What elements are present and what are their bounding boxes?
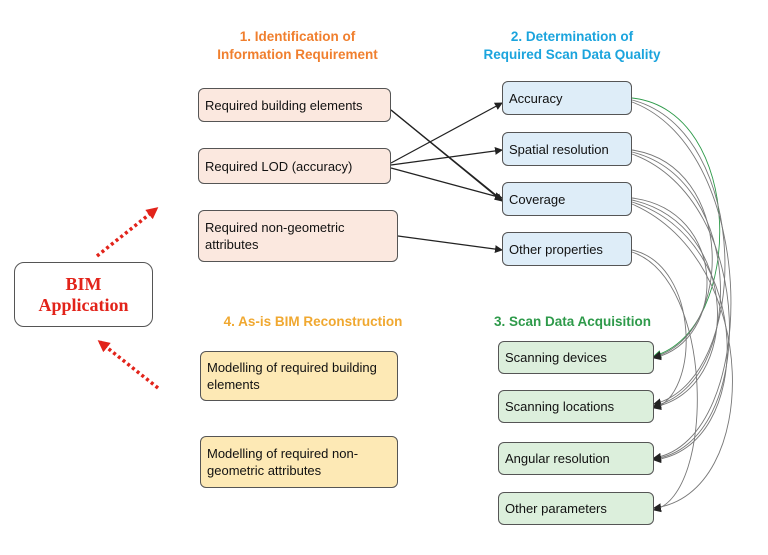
curve-coverage-to-angular	[631, 201, 728, 464]
red-arrow-up	[95, 207, 159, 258]
bim-line2: Application	[38, 294, 129, 315]
curve-other-to-parameters	[631, 251, 698, 513]
quality-spatial-resolution-label: Spatial resolution	[509, 141, 609, 157]
acq-scanning-locations-label: Scanning locations	[505, 399, 615, 414]
acq-other-parameters-label: Other parameters	[505, 501, 607, 516]
title-step1: 1. Identification of Information Require…	[190, 28, 405, 64]
quality-coverage: Coverage	[502, 182, 632, 216]
recon-non-geometric-label: Modelling of required non-geometric attr…	[207, 446, 359, 478]
req-lod: Required LOD (accuracy)	[198, 148, 391, 184]
arrow-lod-to-spatial	[390, 146, 503, 166]
recon-non-geometric: Modelling of required non-geometric attr…	[200, 436, 398, 488]
arrow-lod-to-coverage	[390, 167, 503, 201]
title-step1-line2: Information Requirement	[217, 47, 378, 62]
title-step2: 2. Determination of Required Scan Data Q…	[462, 28, 682, 64]
title-step4: 4. As-is BIM Reconstruction	[223, 314, 403, 329]
title-step2-line1: 2. Determination of	[510, 29, 634, 44]
quality-accuracy: Accuracy	[502, 81, 632, 115]
red-arrow-down	[97, 340, 160, 390]
arrow-attributes-to-other	[397, 235, 503, 254]
req-building-elements: Required building elements	[198, 88, 391, 122]
recon-building-elements-label: Modelling of required building elements	[207, 360, 377, 392]
recon-building-elements: Modelling of required building elements	[200, 351, 398, 401]
acq-scanning-locations: Scanning locations	[498, 390, 654, 423]
curve-spatial-to-angular	[631, 153, 730, 463]
title-step1-line1: 1. Identification of	[239, 29, 356, 44]
quality-spatial-resolution: Spatial resolution	[502, 132, 632, 166]
curve-spatial-to-locations	[631, 151, 721, 409]
curve-spatial-to-devices	[631, 149, 713, 360]
req-non-geometric: Required non-geometric attributes	[198, 210, 398, 262]
req-building-elements-label: Required building elements	[205, 97, 363, 113]
curve-accuracy-to-locations	[631, 99, 726, 407]
arrow-building-to-coverage-b	[390, 109, 503, 202]
arrow-lod-to-accuracy	[390, 102, 503, 164]
acq-other-parameters: Other parameters	[498, 492, 654, 525]
acq-angular-resolution-label: Angular resolution	[505, 451, 610, 466]
curve-coverage-to-locations	[631, 199, 718, 410]
curve-other-to-locations	[631, 249, 687, 410]
quality-other-properties-label: Other properties	[509, 241, 603, 257]
bim-application-box: BIM Application	[14, 262, 153, 327]
quality-accuracy-label: Accuracy	[509, 90, 563, 106]
acq-scanning-devices-label: Scanning devices	[505, 350, 607, 365]
title-step3: 3. Scan Data Acquisition	[493, 314, 652, 329]
acq-angular-resolution: Angular resolution	[498, 442, 654, 475]
curve-coverage-to-other	[631, 203, 733, 512]
bim-line1: BIM	[65, 273, 102, 294]
quality-coverage-label: Coverage	[509, 191, 566, 207]
title-step2-line2: Required Scan Data Quality	[483, 47, 661, 62]
quality-other-properties: Other properties	[502, 232, 632, 266]
acq-scanning-devices: Scanning devices	[498, 341, 654, 374]
req-non-geometric-label: Required non-geometric attributes	[205, 220, 345, 252]
req-lod-label: Required LOD (accuracy)	[205, 158, 353, 174]
